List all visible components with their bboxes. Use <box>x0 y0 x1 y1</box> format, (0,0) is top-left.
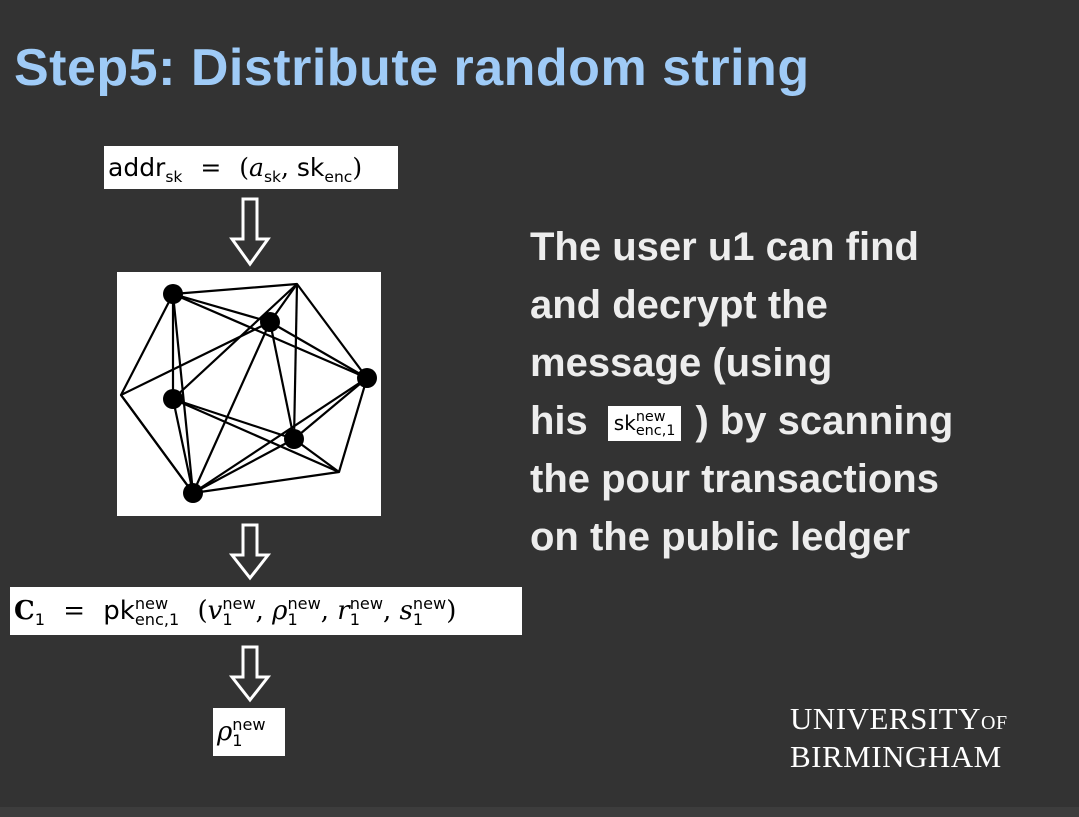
inline-sk-superscript: new <box>635 409 666 426</box>
equals-sign: = <box>63 596 86 626</box>
footer-bar <box>0 807 1079 817</box>
separator: , <box>255 596 264 626</box>
a-subscript: sk <box>263 168 281 186</box>
separator: , <box>383 596 392 626</box>
description-line: on the public ledger <box>530 515 911 559</box>
comma: , <box>281 153 289 182</box>
rho-symbol: ρ <box>272 596 288 626</box>
network-graph-icon <box>119 282 377 503</box>
s-subscript: 1 <box>412 610 424 629</box>
c-subscript: 1 <box>34 610 45 630</box>
logo-university: UNIVERSITY <box>790 701 981 736</box>
logo-birmingham: BIRMINGHAM <box>790 739 1002 774</box>
sk-subscript: enc <box>324 168 353 186</box>
r-subscript: 1 <box>349 610 360 629</box>
down-arrow-icon <box>229 523 271 581</box>
description-line: the pour transactions <box>530 457 939 501</box>
rho-subscript: 1 <box>232 731 243 750</box>
description-text: The user u1 can find and decrypt the mes… <box>530 218 1070 566</box>
a-symbol: a <box>249 153 264 182</box>
pk-symbol: pk <box>103 596 135 626</box>
s-symbol: s <box>399 596 413 626</box>
rho-superscript: new <box>232 714 266 734</box>
r-symbol: r <box>337 596 350 626</box>
address-formula: addrsk = (ask, skenc) <box>104 146 398 189</box>
rho-symbol: ρ <box>217 717 233 747</box>
v-subscript: 1 <box>222 610 233 629</box>
rho-superscript: new <box>287 593 321 613</box>
down-arrow-icon <box>229 197 271 267</box>
v-superscript: new <box>222 593 256 613</box>
v-symbol: v <box>207 596 223 626</box>
r-superscript: new <box>349 593 384 613</box>
logo-of: OF <box>981 712 1008 734</box>
c-symbol: C <box>14 596 35 626</box>
inline-sk-symbol: sk <box>613 410 636 435</box>
pk-subscript: enc,1 <box>134 610 180 629</box>
addr-subscript: sk <box>165 168 183 186</box>
equals-sign: = <box>200 153 222 182</box>
description-line-end: ) by scanning <box>695 399 954 443</box>
pk-superscript: new <box>134 593 169 613</box>
open-paren: ( <box>197 596 208 626</box>
description-line: The user u1 can find <box>530 225 919 269</box>
sk-symbol: sk <box>296 153 325 182</box>
university-logo: UNIVERSITYOF BIRMINGHAM <box>790 702 1008 773</box>
rho-subscript: 1 <box>287 610 298 629</box>
description-line-start: his <box>530 399 588 443</box>
separator: , <box>320 596 330 626</box>
s-superscript: new <box>412 593 447 613</box>
close-paren: ) <box>352 153 363 182</box>
description-line: and decrypt the <box>530 283 828 327</box>
slide-title: Step5: Distribute random string <box>14 39 810 97</box>
addr-label: addr <box>108 153 166 182</box>
close-paren: ) <box>446 596 457 626</box>
inline-sk-subscript: enc,1 <box>635 423 676 440</box>
open-paren: ( <box>239 153 250 182</box>
down-arrow-icon <box>229 645 271 703</box>
description-line: message (using <box>530 341 833 385</box>
network-graph-image <box>117 272 381 516</box>
